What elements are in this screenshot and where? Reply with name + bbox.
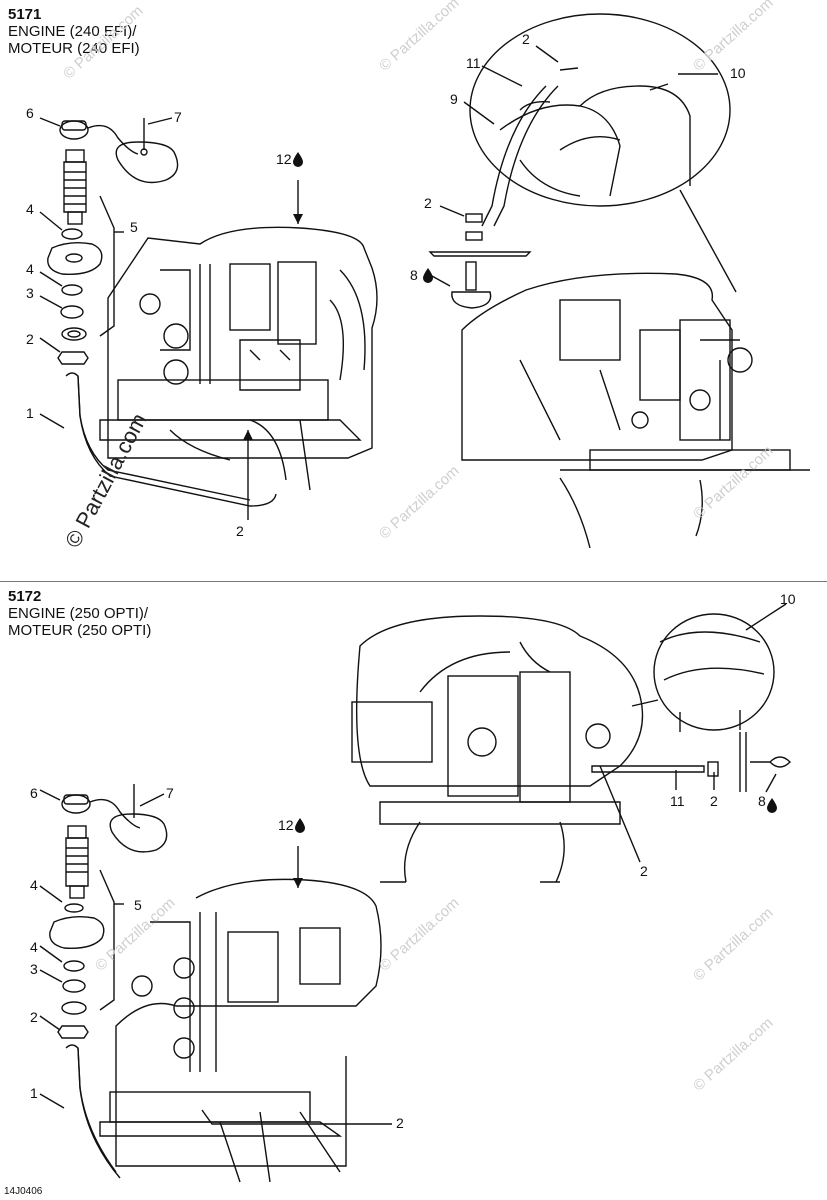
section-header: 5172 ENGINE (250 OPTI)/ MOTEUR (250 OPTI… <box>8 588 151 639</box>
filler-neck-part <box>65 825 89 899</box>
callout-10: 10 <box>730 65 746 81</box>
callout-4: 4 <box>30 877 38 893</box>
oil-cap-part <box>59 120 139 155</box>
callout-12: 12 <box>276 151 292 167</box>
callout-3: 3 <box>26 285 34 301</box>
engine-diagram-5172: 6 7 12 4 5 4 3 2 1 2 10 11 2 8 2 <box>30 591 796 1183</box>
callout-labels: 6 7 12 4 5 4 3 2 1 2 10 11 2 8 2 <box>30 591 796 1131</box>
callout-3: 3 <box>30 961 38 977</box>
callout-11: 11 <box>670 793 685 809</box>
dipstick-parts <box>591 732 791 792</box>
callout-6: 6 <box>26 105 34 121</box>
callout-1: 1 <box>26 405 34 421</box>
section-divider <box>0 581 827 582</box>
callout-2: 2 <box>640 863 648 879</box>
dipstick-hose <box>481 85 547 227</box>
gasket-part <box>47 241 103 275</box>
callout-labels: 6 7 4 5 4 3 2 1 12 2 2 11 10 9 2 8 <box>26 31 746 539</box>
oil-cap-part <box>61 794 141 829</box>
tether-part <box>109 784 168 853</box>
callout-4: 4 <box>30 939 38 955</box>
callout-2: 2 <box>236 523 244 539</box>
section-title-fr: MOTEUR (250 OPTI) <box>8 622 152 639</box>
section-header: 5171 ENGINE (240 EFI)/ MOTEUR (240 EFI) <box>8 6 140 57</box>
callout-12: 12 <box>278 817 294 833</box>
engine-diagram-5171: 6 7 4 5 4 3 2 1 12 2 2 11 10 9 2 8 <box>26 13 810 549</box>
section-title-en: ENGINE (250 OPTI)/ <box>8 605 149 622</box>
gasket-part <box>49 915 105 949</box>
clamp-part <box>57 1025 89 1039</box>
section-code: 5171 <box>8 6 42 23</box>
section-title-en: ENGINE (240 EFI)/ <box>8 23 137 40</box>
callout-2: 2 <box>522 31 530 47</box>
engine-block-left <box>99 226 378 491</box>
callout-2: 2 <box>396 1115 404 1131</box>
callout-10: 10 <box>780 591 796 607</box>
dipstick-parts <box>428 213 532 309</box>
callout-2: 2 <box>710 793 718 809</box>
o-ring-part <box>62 979 86 993</box>
engine-block-right <box>351 615 644 883</box>
clamp-part <box>57 351 89 365</box>
callout-4: 4 <box>26 261 34 277</box>
section-5171: 5171 ENGINE (240 EFI)/ MOTEUR (240 EFI) <box>0 0 827 581</box>
callout-2: 2 <box>26 331 34 347</box>
oil-drop-icon <box>295 798 777 833</box>
drawing-reference: 14J0406 <box>4 1186 43 1197</box>
oil-drop-icon <box>293 152 433 283</box>
callout-4: 4 <box>26 201 34 217</box>
callout-7: 7 <box>174 109 182 125</box>
section-code: 5172 <box>8 588 42 605</box>
washer-part <box>64 903 84 913</box>
callout-1: 1 <box>30 1085 38 1101</box>
callout-5: 5 <box>130 219 138 235</box>
callout-5: 5 <box>134 897 142 913</box>
callout-7: 7 <box>166 785 174 801</box>
callout-2: 2 <box>424 195 432 211</box>
callout-11: 11 <box>466 55 481 71</box>
callout-9: 9 <box>450 91 458 107</box>
washer-part <box>61 284 83 296</box>
callout-6: 6 <box>30 785 38 801</box>
filler-neck-part <box>63 149 87 225</box>
tether-part <box>115 118 179 184</box>
washer-part <box>63 960 85 972</box>
magnified-view-bottom <box>653 613 775 732</box>
washer-part <box>61 228 83 240</box>
magnified-view-top <box>469 13 731 207</box>
section-5172: 5172 ENGINE (250 OPTI)/ MOTEUR (250 OPTI… <box>0 582 827 1192</box>
callout-8: 8 <box>410 267 418 283</box>
callout-8: 8 <box>758 793 766 809</box>
engine-block-right <box>461 272 810 549</box>
section-title-fr: MOTEUR (240 EFI) <box>8 40 140 57</box>
hose-part <box>65 372 277 507</box>
o-ring-part <box>60 305 84 319</box>
hose-part <box>65 1044 121 1179</box>
callout-2: 2 <box>30 1009 38 1025</box>
